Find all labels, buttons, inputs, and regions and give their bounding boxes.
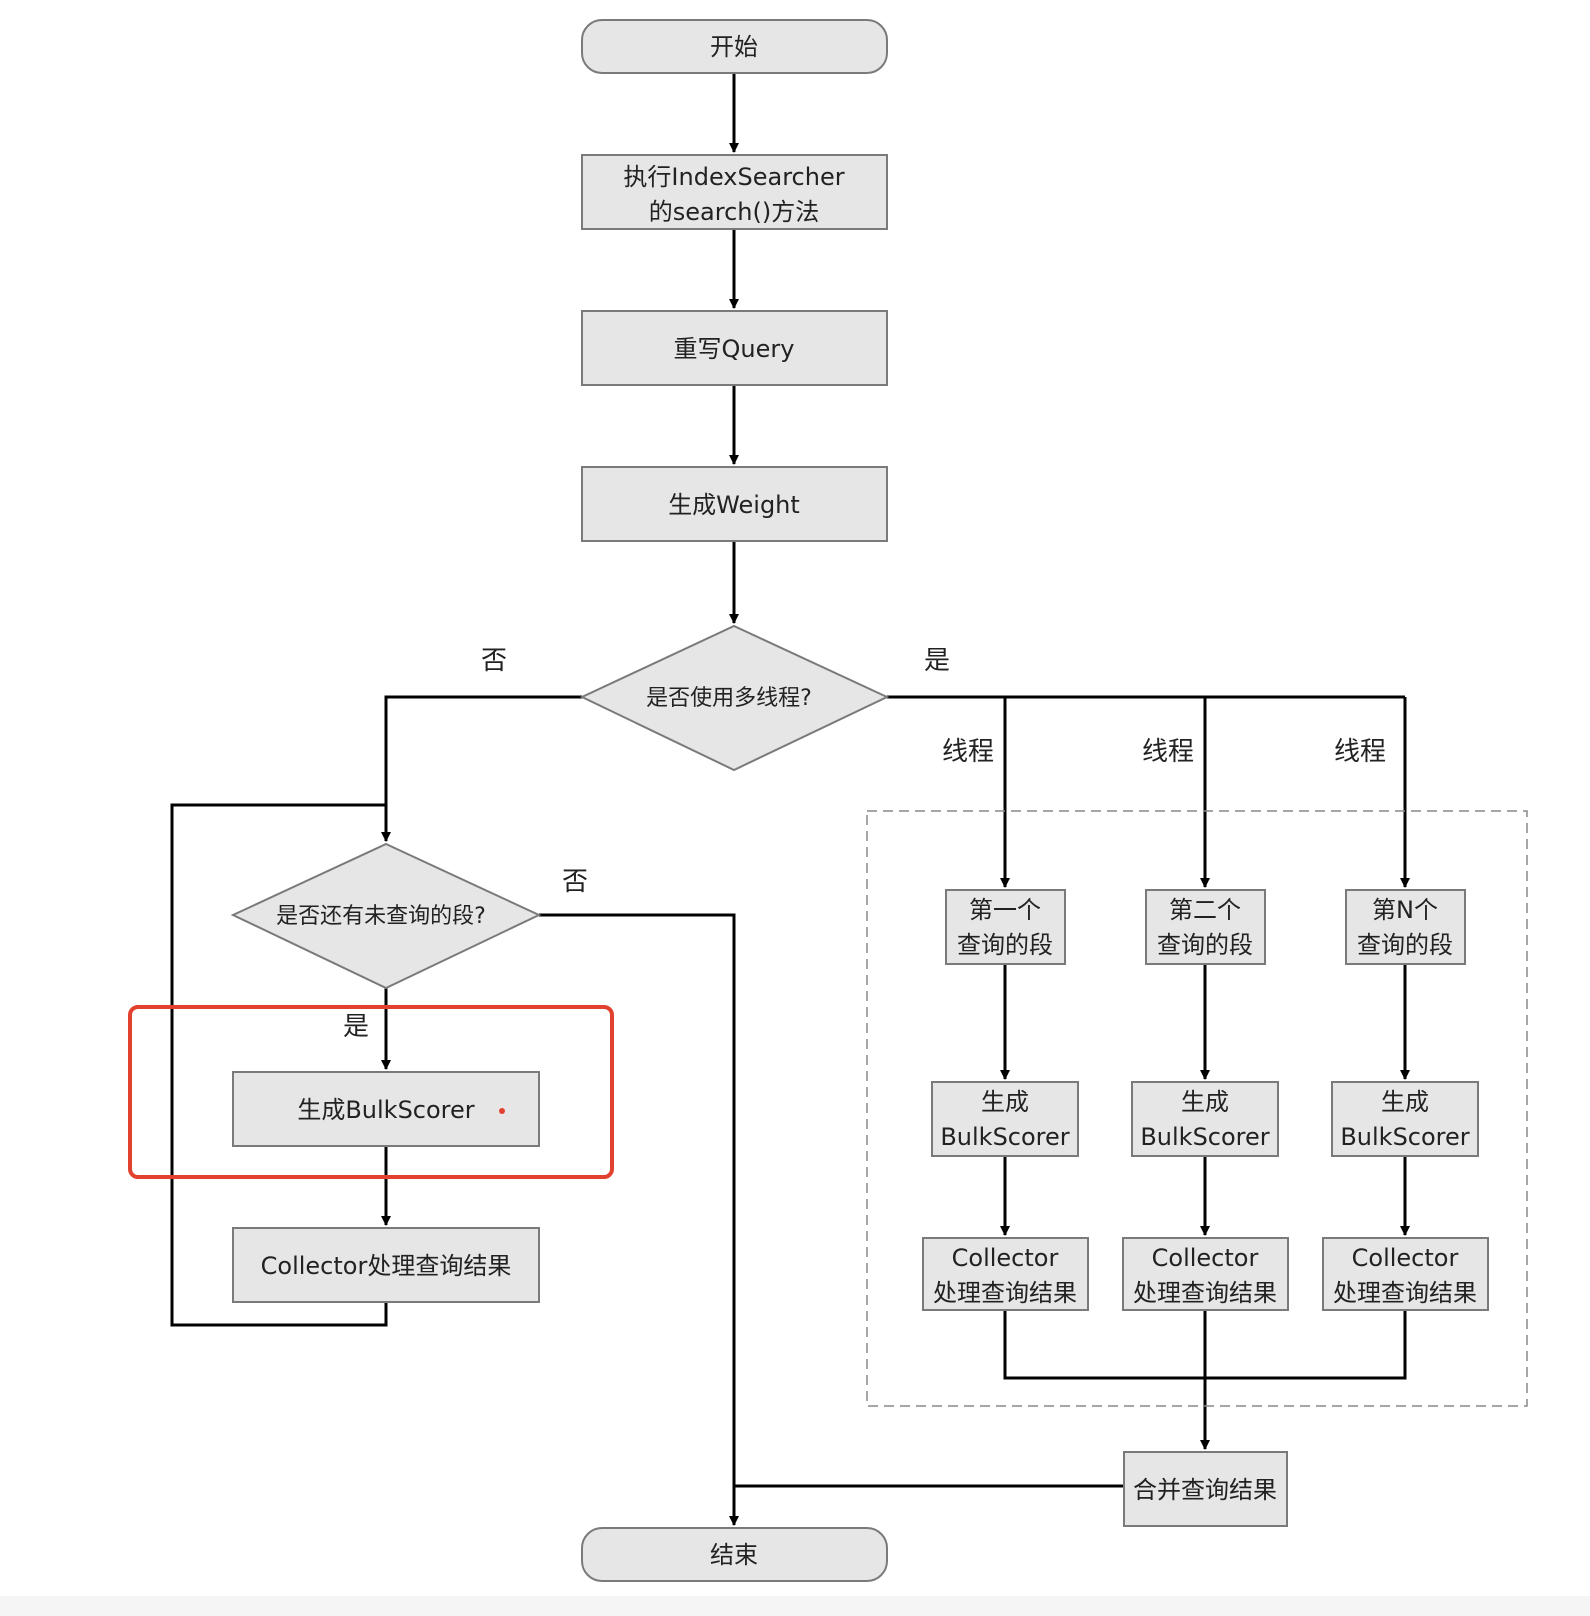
collector-thread1-line1: Collector <box>952 1244 1059 1272</box>
bulkscorer-left-label: 生成BulkScorer <box>297 1096 474 1124</box>
multithread-question: 是否使用多线程? <box>646 686 812 711</box>
bulkscorer-thread1-node: 生成 BulkScorer <box>931 1081 1079 1157</box>
bulkscorer-thread2-line1: 生成 <box>1181 1088 1229 1116</box>
start-label: 开始 <box>710 33 758 61</box>
bulkscorer-thread2-node: 生成 BulkScorer <box>1131 1081 1279 1157</box>
arrow-remaining-no <box>539 913 739 1526</box>
label-remaining-no: 否 <box>562 867 588 897</box>
bulkscorer-thread2-line2: BulkScorer <box>1140 1123 1269 1151</box>
collector-thread2-node: Collector 处理查询结果 <box>1122 1237 1289 1311</box>
highlight-box <box>128 1005 614 1179</box>
collector-thread1-line2: 处理查询结果 <box>933 1279 1077 1307</box>
segment-second-node: 第二个 查询的段 <box>1145 889 1266 965</box>
label-thread-2: 线程 <box>1142 737 1194 767</box>
segment-second-line1: 第二个 <box>1169 896 1241 924</box>
parallel-region <box>866 810 1528 1407</box>
bulkscorer-threadN-node: 生成 BulkScorer <box>1331 1081 1479 1157</box>
cursor-dot <box>499 1108 505 1114</box>
collector-thread1-node: Collector 处理查询结果 <box>922 1237 1089 1311</box>
collector-node-left: Collector处理查询结果 <box>232 1227 540 1303</box>
segment-first-line2: 查询的段 <box>957 931 1053 959</box>
collector-threadN-line2: 处理查询结果 <box>1333 1279 1477 1307</box>
label-multi-yes: 是 <box>924 646 950 676</box>
remaining-segments-question: 是否还有未查询的段? <box>276 904 486 929</box>
bulkscorer-thread1-line2: BulkScorer <box>940 1123 1069 1151</box>
label-thread-1: 线程 <box>942 737 994 767</box>
bulkscorer-threadN-line1: 生成 <box>1381 1088 1429 1116</box>
collector-left-label: Collector处理查询结果 <box>261 1252 512 1280</box>
connectors <box>170 73 1410 1526</box>
bulkscorer-threadN-line2: BulkScorer <box>1340 1123 1469 1151</box>
create-weight-label: 生成Weight <box>668 491 800 519</box>
end-node: 结束 <box>581 1527 888 1582</box>
end-label: 结束 <box>710 1541 758 1569</box>
collector-thread2-line1: Collector <box>1152 1244 1259 1272</box>
collector-thread2-line2: 处理查询结果 <box>1133 1279 1277 1307</box>
collector-threadN-node: Collector 处理查询结果 <box>1322 1237 1489 1311</box>
label-remaining-yes: 是 <box>343 1012 369 1042</box>
segment-first-line1: 第一个 <box>969 896 1041 924</box>
rewrite-query-node: 重写Query <box>581 310 888 386</box>
merge-results-node: 合并查询结果 <box>1123 1451 1288 1527</box>
exec-search-line2: 的search()方法 <box>649 198 819 226</box>
segment-nth-line2: 查询的段 <box>1357 931 1453 959</box>
segment-nth-line1: 第N个 <box>1372 896 1438 924</box>
rewrite-query-label: 重写Query <box>674 335 795 363</box>
start-node: 开始 <box>581 19 888 74</box>
multithread-decision: 是否使用多线程? <box>579 624 890 772</box>
arrow-multi-no <box>381 695 582 842</box>
label-multi-no: 否 <box>481 646 507 676</box>
label-thread-n: 线程 <box>1334 737 1386 767</box>
merge-results-label: 合并查询结果 <box>1133 1476 1277 1504</box>
bulkscorer-node-left: 生成BulkScorer <box>232 1071 540 1147</box>
segment-second-line2: 查询的段 <box>1157 931 1253 959</box>
segment-nth-node: 第N个 查询的段 <box>1345 889 1466 965</box>
segment-first-node: 第一个 查询的段 <box>945 889 1066 965</box>
remaining-segments-decision: 是否还有未查询的段? <box>230 842 542 990</box>
bulkscorer-thread1-line1: 生成 <box>981 1088 1029 1116</box>
exec-search-line1: 执行IndexSearcher <box>623 163 844 191</box>
create-weight-node: 生成Weight <box>581 466 888 542</box>
loop-back-line <box>170 803 388 1327</box>
collector-threadN-line1: Collector <box>1352 1244 1459 1272</box>
bottom-strip <box>0 1596 1590 1616</box>
exec-search-node: 执行IndexSearcher 的search()方法 <box>581 154 888 230</box>
